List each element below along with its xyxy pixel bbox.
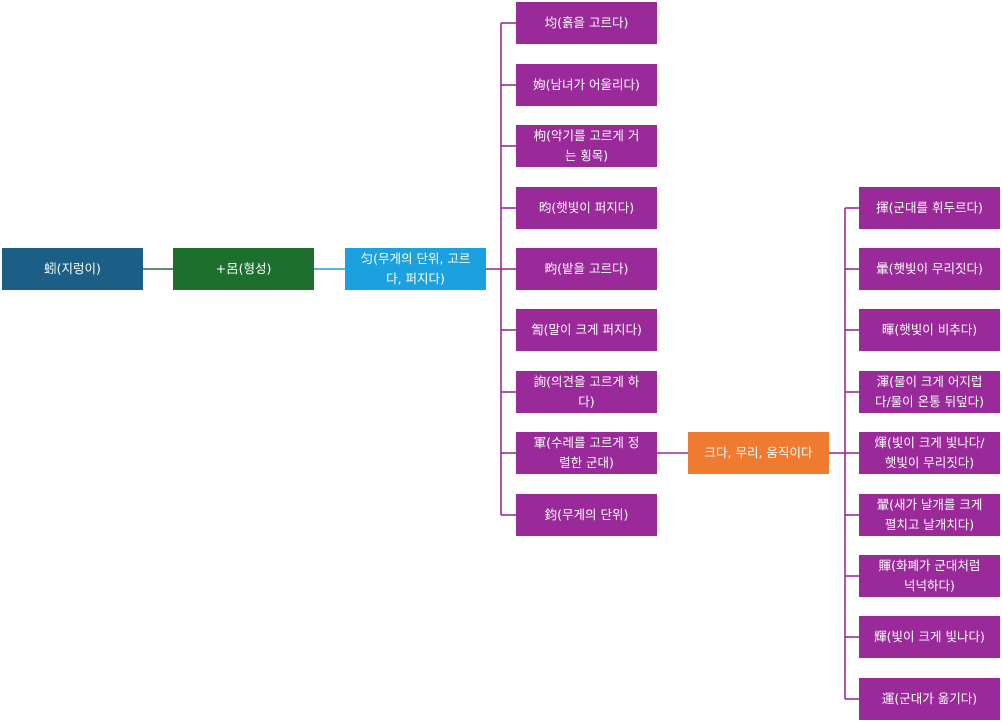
leaf-node: 賱(화폐가 군대처럼 넉넉하다) bbox=[859, 555, 1000, 597]
branch-node: 昀(햇빛이 퍼지다) bbox=[516, 187, 657, 229]
branch-node: 均(흙을 고르다) bbox=[516, 2, 657, 44]
branch-node: 姁(남녀가 어울리다) bbox=[516, 64, 657, 106]
leaf-node-label: 暉(햇빛이 비추다) bbox=[881, 322, 978, 337]
leaf-node-label: 輝(빛이 크게 빛나다) bbox=[874, 629, 985, 644]
leaf-node: 暈(햇빛이 무리짓다) bbox=[859, 248, 1000, 290]
leaf-node-label: 翬(새가 날개를 크게 펼치고 날개치다) bbox=[876, 497, 983, 532]
leaf-node: 運(군대가 옮기다) bbox=[859, 678, 1000, 720]
leaf-node-label: 賱(화폐가 군대처럼 넉넉하다) bbox=[878, 558, 981, 593]
root-node: 蚓(지렁이) bbox=[2, 248, 143, 290]
branch-node: 訇(말이 크게 퍼지다) bbox=[516, 309, 657, 351]
leaf-node: 揮(군대를 휘두르다) bbox=[859, 187, 1000, 229]
branch-node: 畇(밭을 고르다) bbox=[516, 248, 657, 290]
meaning-node: 크다, 무리, 움직이다 bbox=[688, 432, 829, 474]
leaf-node: 煇(빛이 크게 빛나다/햇빛이 무리짓다) bbox=[859, 432, 1000, 474]
branch-node-label: 畇(밭을 고르다) bbox=[544, 261, 629, 276]
branch-node-label: 姁(남녀가 어울리다) bbox=[533, 77, 640, 92]
leaf-node-label: 揮(군대를 휘두르다) bbox=[876, 200, 983, 215]
radical-node-label: +呂(형성) bbox=[215, 261, 272, 276]
leaf-node-label: 煇(빛이 크게 빛나다/햇빛이 무리짓다) bbox=[874, 435, 985, 470]
radical-node: +呂(형성) bbox=[173, 248, 314, 290]
leaf-node: 暉(햇빛이 비추다) bbox=[859, 309, 1000, 351]
branch-node-label: 鈞(무게의 단위) bbox=[544, 507, 629, 522]
leaf-node: 翬(새가 날개를 크게 펼치고 날개치다) bbox=[859, 494, 1000, 536]
branch-node-label: 昀(햇빛이 퍼지다) bbox=[538, 200, 635, 215]
branch-node-label: 均(흙을 고르다) bbox=[544, 15, 629, 30]
leaf-node-label: 暈(햇빛이 무리짓다) bbox=[876, 261, 983, 276]
root-node-label: 蚓(지렁이) bbox=[44, 261, 101, 276]
branch-node-label: 訇(말이 크게 퍼지다) bbox=[531, 322, 642, 337]
leaf-node-label: 運(군대가 옮기다) bbox=[881, 691, 978, 706]
leaf-node: 輝(빛이 크게 빛나다) bbox=[859, 616, 1000, 658]
branch-node: 鈞(무게의 단위) bbox=[516, 494, 657, 536]
meaning-node-label: 크다, 무리, 움직이다 bbox=[704, 445, 813, 460]
